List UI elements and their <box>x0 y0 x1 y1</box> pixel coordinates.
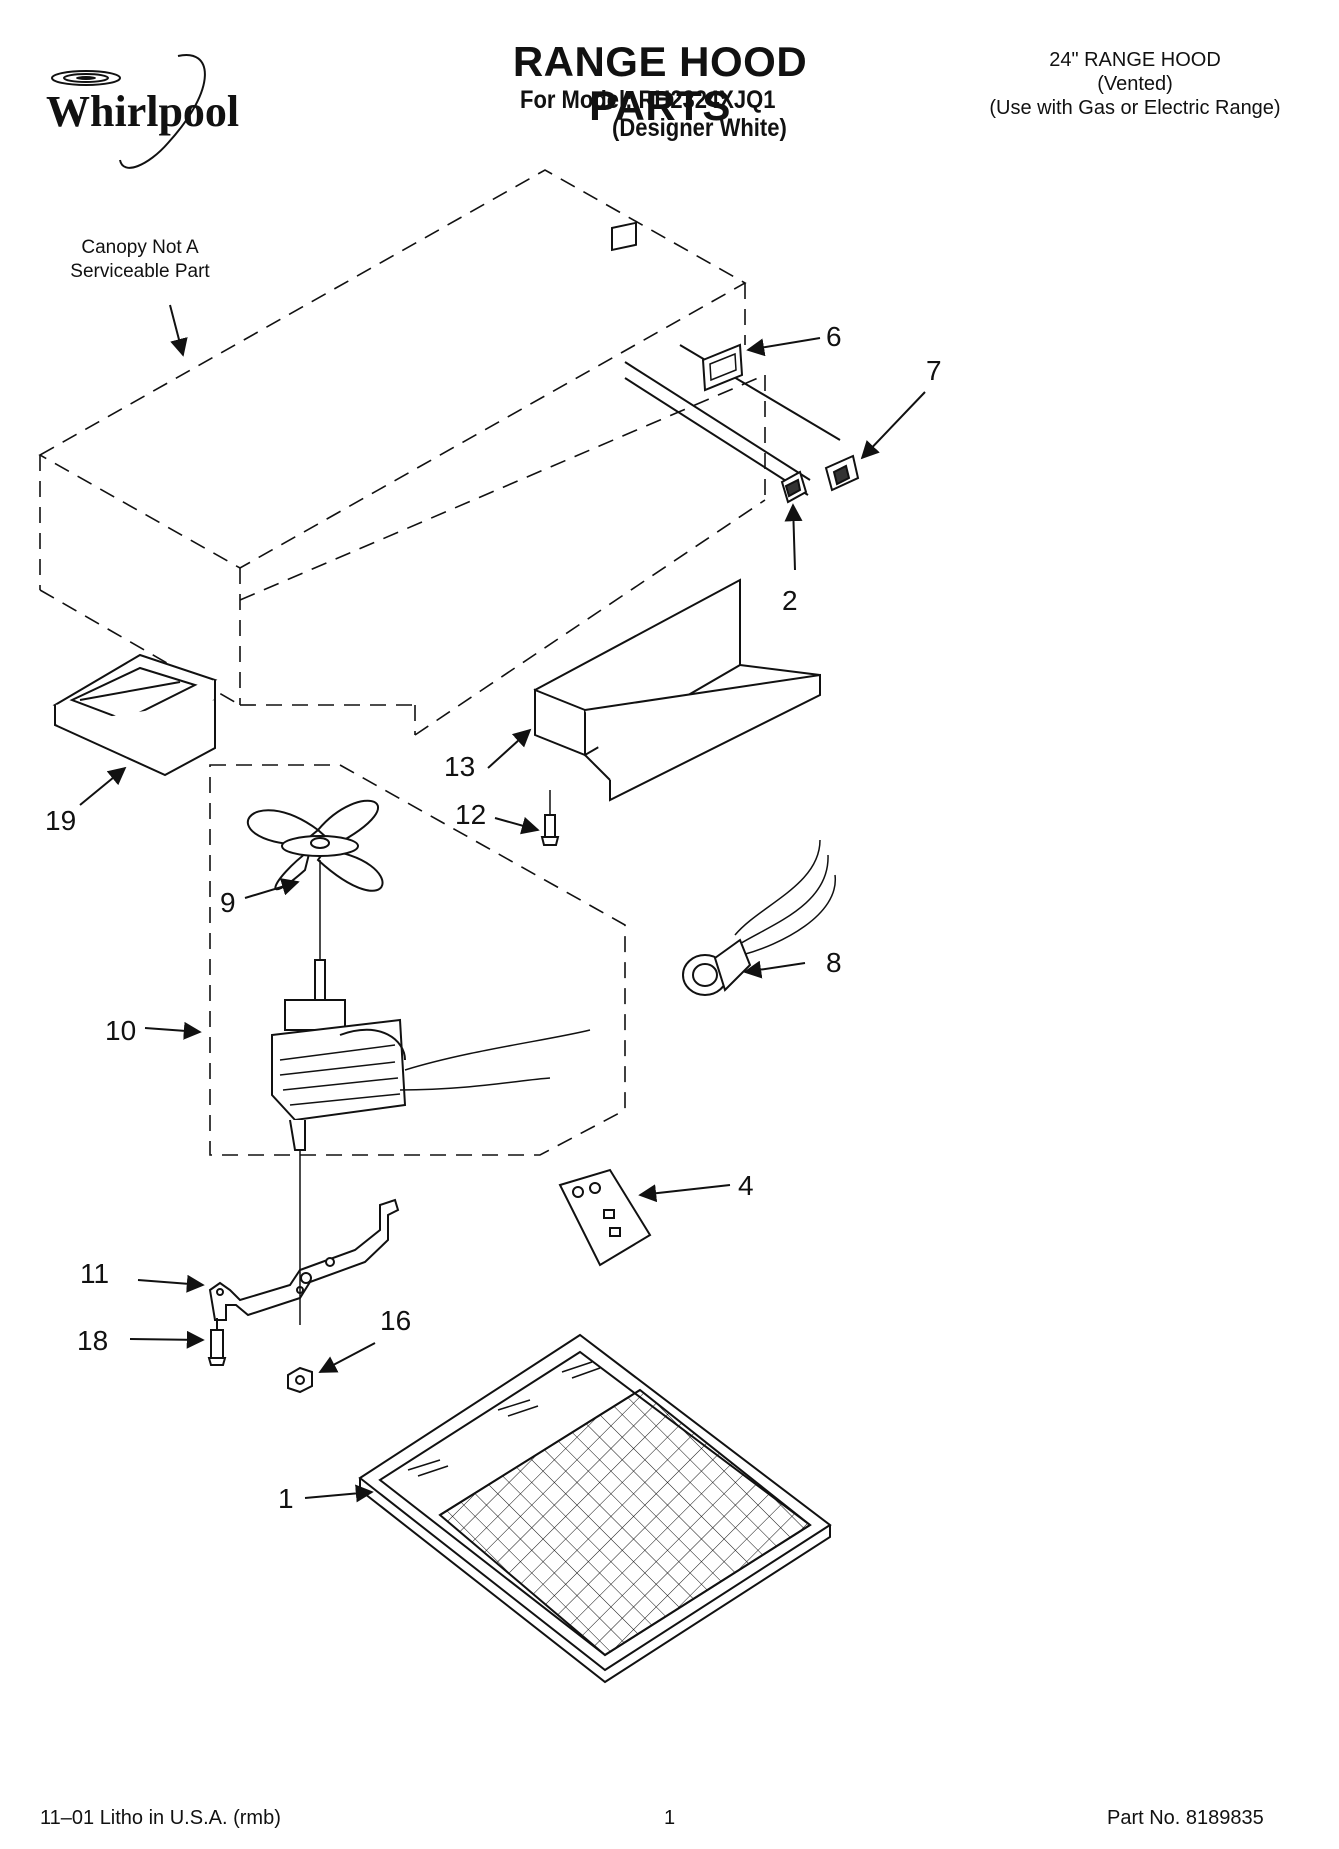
callout-2: 2 <box>782 585 798 616</box>
part-1-grease-filter <box>358 1333 832 1684</box>
leader-1 <box>304 1484 374 1503</box>
footer-litho: 11–01 Litho in U.S.A. (rmb) <box>40 1807 281 1829</box>
brand-wordmark: Whirlpool <box>46 87 239 136</box>
leader-19 <box>79 766 127 806</box>
canopy-note: Canopy Not A Serviceable Part <box>40 236 240 284</box>
callout-4: 4 <box>738 1170 754 1201</box>
part-6-label-plate <box>701 343 744 392</box>
callout-19: 19 <box>45 805 76 836</box>
callout-1: 1 <box>278 1483 294 1514</box>
leader-8 <box>743 960 806 979</box>
leader-6 <box>746 337 821 357</box>
part-13-blower-housing <box>533 578 821 802</box>
callout-leaders <box>79 337 926 1503</box>
callout-8: 8 <box>826 947 842 978</box>
hood-size: 24" RANGE HOOD <box>1049 49 1221 71</box>
callout-12: 12 <box>455 799 486 830</box>
callout-7: 7 <box>926 355 942 386</box>
model-number: For Model: RH2324XJQ1 <box>520 86 776 114</box>
part-16-nut <box>287 1366 313 1394</box>
leader-16 <box>318 1342 376 1373</box>
hood-type: (Vented) <box>1097 73 1173 95</box>
callout-9: 9 <box>220 887 236 918</box>
leader-11 <box>137 1274 205 1293</box>
part-11-mounting-bracket <box>208 1175 400 1325</box>
leader-4 <box>638 1184 731 1203</box>
leader-13 <box>487 728 532 769</box>
leader-10 <box>144 1021 202 1040</box>
leader-18 <box>129 1330 205 1349</box>
canopy-pointer-arrow <box>169 304 188 357</box>
part-4-bracket <box>558 1168 652 1267</box>
callout-11: 11 <box>80 1258 109 1289</box>
part-10-motor <box>271 959 591 1175</box>
part-8-wire-connector <box>682 839 836 996</box>
leader-7 <box>860 391 926 460</box>
footer-part-number: Part No. 8189835 <box>1107 1807 1264 1829</box>
leader-9 <box>244 878 300 899</box>
callout-18: 18 <box>77 1325 108 1356</box>
callout-6: 6 <box>826 321 842 352</box>
leader-2 <box>784 503 803 571</box>
callout-16: 16 <box>380 1305 411 1336</box>
leader-12 <box>494 816 540 835</box>
canopy-note-line1: Canopy Not A <box>81 237 199 258</box>
whirlpool-logo: Whirlpool <box>46 53 239 169</box>
model-variant: (Designer White) <box>612 114 787 142</box>
canopy-note-line2: Serviceable Part <box>70 261 210 282</box>
callout-13: 13 <box>444 751 475 782</box>
part-9-fan-blade <box>246 799 384 960</box>
footer-page-number: 1 <box>664 1807 676 1829</box>
part-7-switch <box>824 454 860 492</box>
page-title: RANGE HOOD PARTS <box>512 38 808 129</box>
part-18-screw <box>207 1318 227 1366</box>
part-12-screw <box>540 790 560 846</box>
part-10-motor-assembly-outline <box>209 764 626 1156</box>
part-19-damper <box>52 653 218 777</box>
callout-10: 10 <box>105 1015 136 1046</box>
usage-note: (Use with Gas or Electric Range) <box>989 97 1281 119</box>
part-2-switch <box>780 470 808 504</box>
